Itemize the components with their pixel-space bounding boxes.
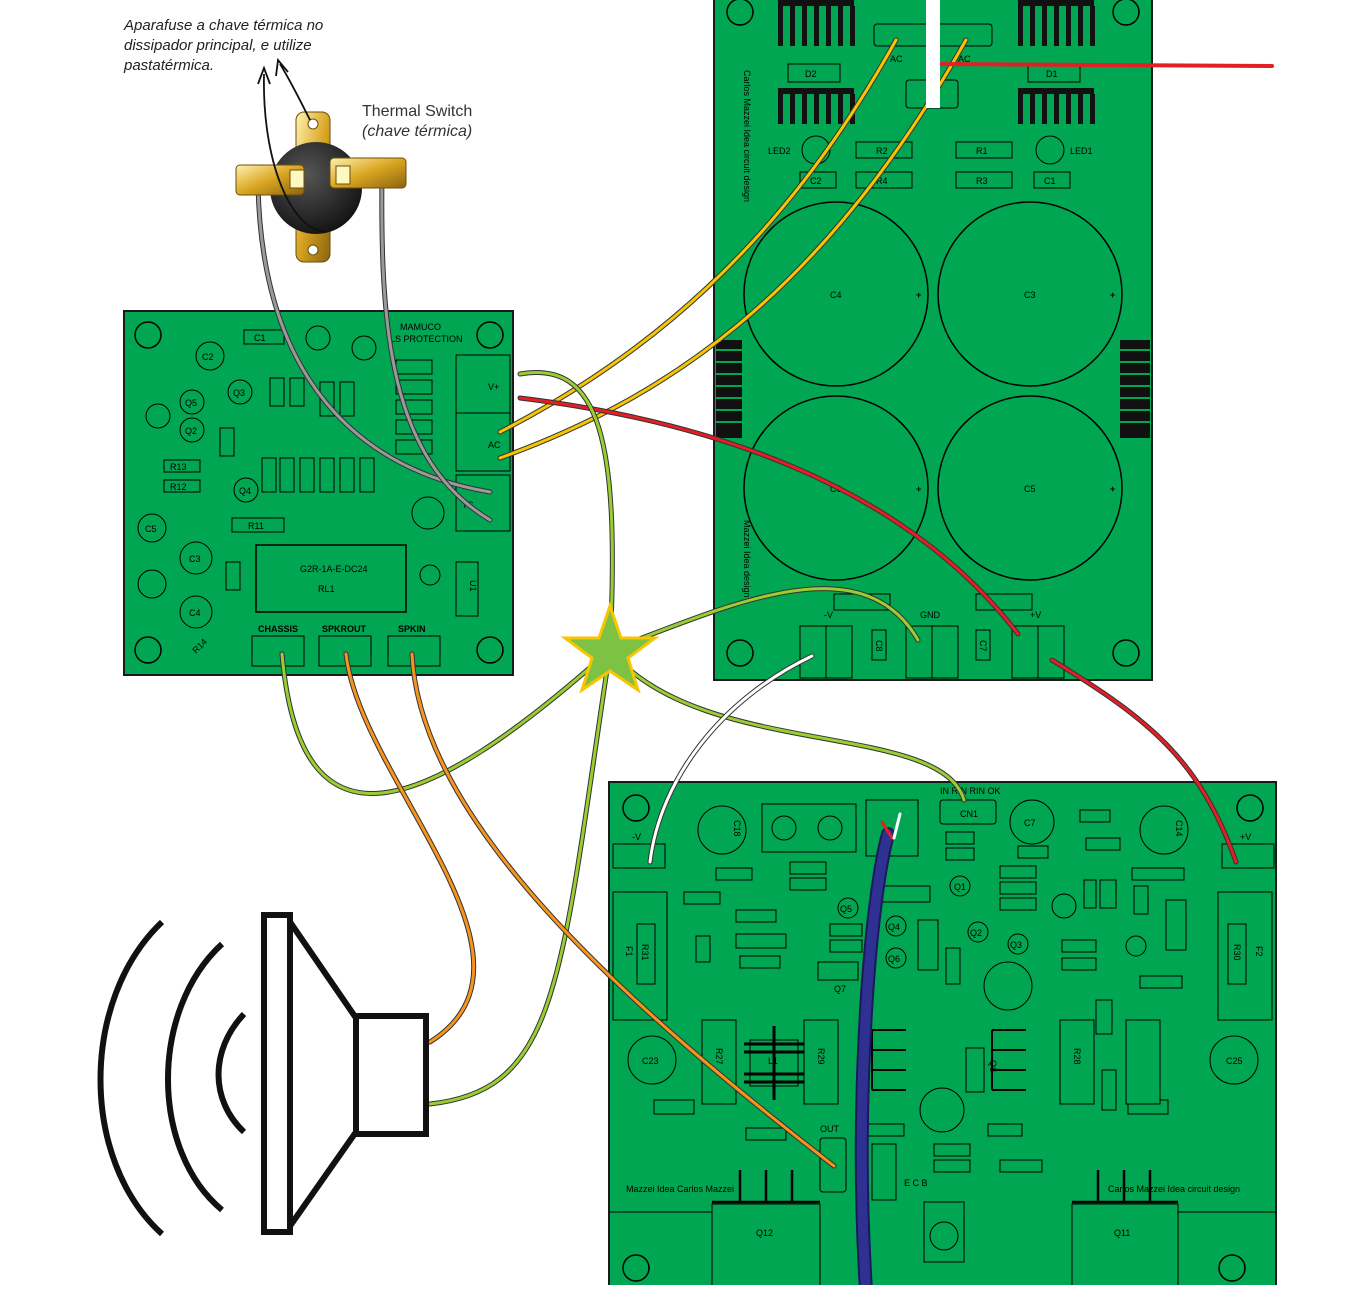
protection-label-q3: Q3 <box>233 388 245 398</box>
protection-label-r11: R11 <box>248 521 264 531</box>
amp-label-q12: Q12 <box>756 1228 773 1238</box>
amp-label-c18: C18 <box>732 820 742 837</box>
psu-label-d1: D1 <box>1046 69 1058 79</box>
thermal-switch-label: Thermal Switch <box>362 103 473 120</box>
amp-label-q6: Q6 <box>888 954 900 964</box>
psu-label-ac1: AC <box>890 54 903 64</box>
svg-text:+: + <box>916 484 921 494</box>
amp-caption-right: Carlos Mazzei Idea circuit design <box>1108 1184 1240 1194</box>
psu-label-d2: D2 <box>805 69 817 79</box>
protection-label-c3: C3 <box>189 554 201 564</box>
amp-label-out: OUT <box>820 1124 840 1134</box>
note-arrows <box>257 57 327 233</box>
inductor-l1: L1 <box>744 1026 804 1100</box>
protection-label-c4: C4 <box>189 608 201 618</box>
psu-label-plus: +V <box>1030 610 1041 620</box>
psu-board: D2 D1 AC AC Carlos Mazzei Idea circuit d… <box>713 0 1153 681</box>
wire-spkrout-speaker <box>343 651 477 1045</box>
svg-text:+: + <box>1110 290 1115 300</box>
psu-label-c5: C5 <box>1024 484 1036 494</box>
amplifier-board: IN RIN RIN OK CN1 -V +V F1 R31 R30 F2 C1… <box>608 781 1277 1290</box>
amp-label-c23: C23 <box>642 1056 659 1066</box>
amp-label-c14: C14 <box>1174 820 1184 837</box>
amp-label-r31: R31 <box>640 944 650 961</box>
amp-label-q11: Q11 <box>1114 1228 1130 1238</box>
psu-label-minus: -V <box>824 610 833 620</box>
psu-label-gnd: GND <box>920 610 941 620</box>
amp-label-r29: R29 <box>816 1048 826 1065</box>
note-line-2: dissipador principal, e utilize <box>124 37 312 54</box>
psu-label-c4: C4 <box>830 290 842 300</box>
protection-label-r13: R13 <box>170 462 187 472</box>
amp-label-f1: F1 <box>624 946 634 957</box>
amp-label-plus: +V <box>1240 832 1251 842</box>
star-ground-point <box>560 601 660 694</box>
amp-label-r30: R30 <box>1232 944 1242 961</box>
amp-label-r27: R27 <box>714 1048 724 1065</box>
psu-label-c7: C7 <box>978 640 988 652</box>
thermal-switch <box>235 111 407 263</box>
mounting-instruction-note: Aparafuse a chave térmica no dissipador … <box>124 16 400 76</box>
protection-label-u1: U1 <box>468 580 478 592</box>
psu-label-c2: C2 <box>810 176 822 186</box>
amp-label-minus: -V <box>632 832 641 842</box>
amp-label-r28: R28 <box>1072 1048 1082 1065</box>
amp-label-q2: Q2 <box>970 928 982 938</box>
amp-label-q7: Q7 <box>834 984 846 994</box>
amp-label-q4: Q4 <box>888 922 900 932</box>
heatsink-right <box>1018 0 1095 124</box>
psu-label-r4: R4 <box>876 176 888 186</box>
protection-board: MAMUCO LS PROTECTION V+ AC TS C1 C2 Q3 Q… <box>123 310 514 676</box>
protection-label-c1: C1 <box>254 333 266 343</box>
note-line-3: pastatérmica. <box>124 57 215 74</box>
amp-label-c7: C7 <box>1024 818 1036 828</box>
amp-label-q1: Q1 <box>954 882 966 892</box>
protection-title-1: LS PROTECTION <box>390 334 463 344</box>
thermal-switch-label-pt: (chave térmica) <box>362 123 473 140</box>
amp-label-l1: L1 <box>768 1056 778 1066</box>
amp-label-ecb: E C B <box>904 1178 928 1188</box>
wires <box>255 0 1274 1290</box>
psu-label-led2: LED2 <box>768 146 791 156</box>
protection-terminal-spkin: SPKIN <box>398 624 426 634</box>
psu-caption-top: Carlos Mazzei Idea circuit design <box>742 70 752 202</box>
psu-label-led1: LED1 <box>1070 146 1093 156</box>
psu-label-c1: C1 <box>1044 176 1056 186</box>
protection-label-c5: C5 <box>145 524 157 534</box>
psu-label-ac2: AC <box>958 54 971 64</box>
amp-label-c25: C25 <box>1226 1056 1243 1066</box>
speaker-icon <box>97 912 429 1237</box>
protection-label-v: V+ <box>488 382 499 392</box>
protection-title-2: MAMUCO <box>400 322 441 332</box>
psu-label-c8: C8 <box>874 640 884 652</box>
svg-text:+: + <box>1110 484 1115 494</box>
amp-label-top: IN RIN RIN OK <box>940 786 1001 796</box>
amp-label-q8: Q8 <box>988 1060 998 1072</box>
protection-terminal-spkrout: SPKROUT <box>322 624 367 634</box>
protection-label-q5: Q5 <box>185 398 197 408</box>
amp-caption-left: Mazzei Idea Carlos Mazzei <box>626 1184 734 1194</box>
wire-red-external <box>928 62 1274 68</box>
svg-text:+: + <box>916 290 921 300</box>
protection-label-r12: R12 <box>170 482 187 492</box>
amp-label-f2: F2 <box>1254 946 1264 957</box>
protection-label-ac: AC <box>488 440 501 450</box>
amp-label-cn1: CN1 <box>960 809 978 819</box>
psu-label-c3: C3 <box>1024 290 1036 300</box>
psu-label-r2: R2 <box>876 146 888 156</box>
psu-label-r1: R1 <box>976 146 988 156</box>
amp-label-q3: Q3 <box>1010 940 1022 950</box>
psu-caption-bottom: Mazzei Idea design <box>742 520 752 598</box>
protection-label-q4: Q4 <box>239 486 251 496</box>
protection-label-q2: Q2 <box>185 426 197 436</box>
protection-relay-ref: RL1 <box>318 584 335 594</box>
protection-label-c2: C2 <box>202 352 214 362</box>
psu-label-r3: R3 <box>976 176 988 186</box>
protection-terminal-chassis: CHASSIS <box>258 624 298 634</box>
note-line-1: Aparafuse a chave térmica no <box>124 17 324 34</box>
amp-label-q5: Q5 <box>840 904 852 914</box>
protection-relay-model: G2R-1A-E-DC24 <box>300 564 368 574</box>
